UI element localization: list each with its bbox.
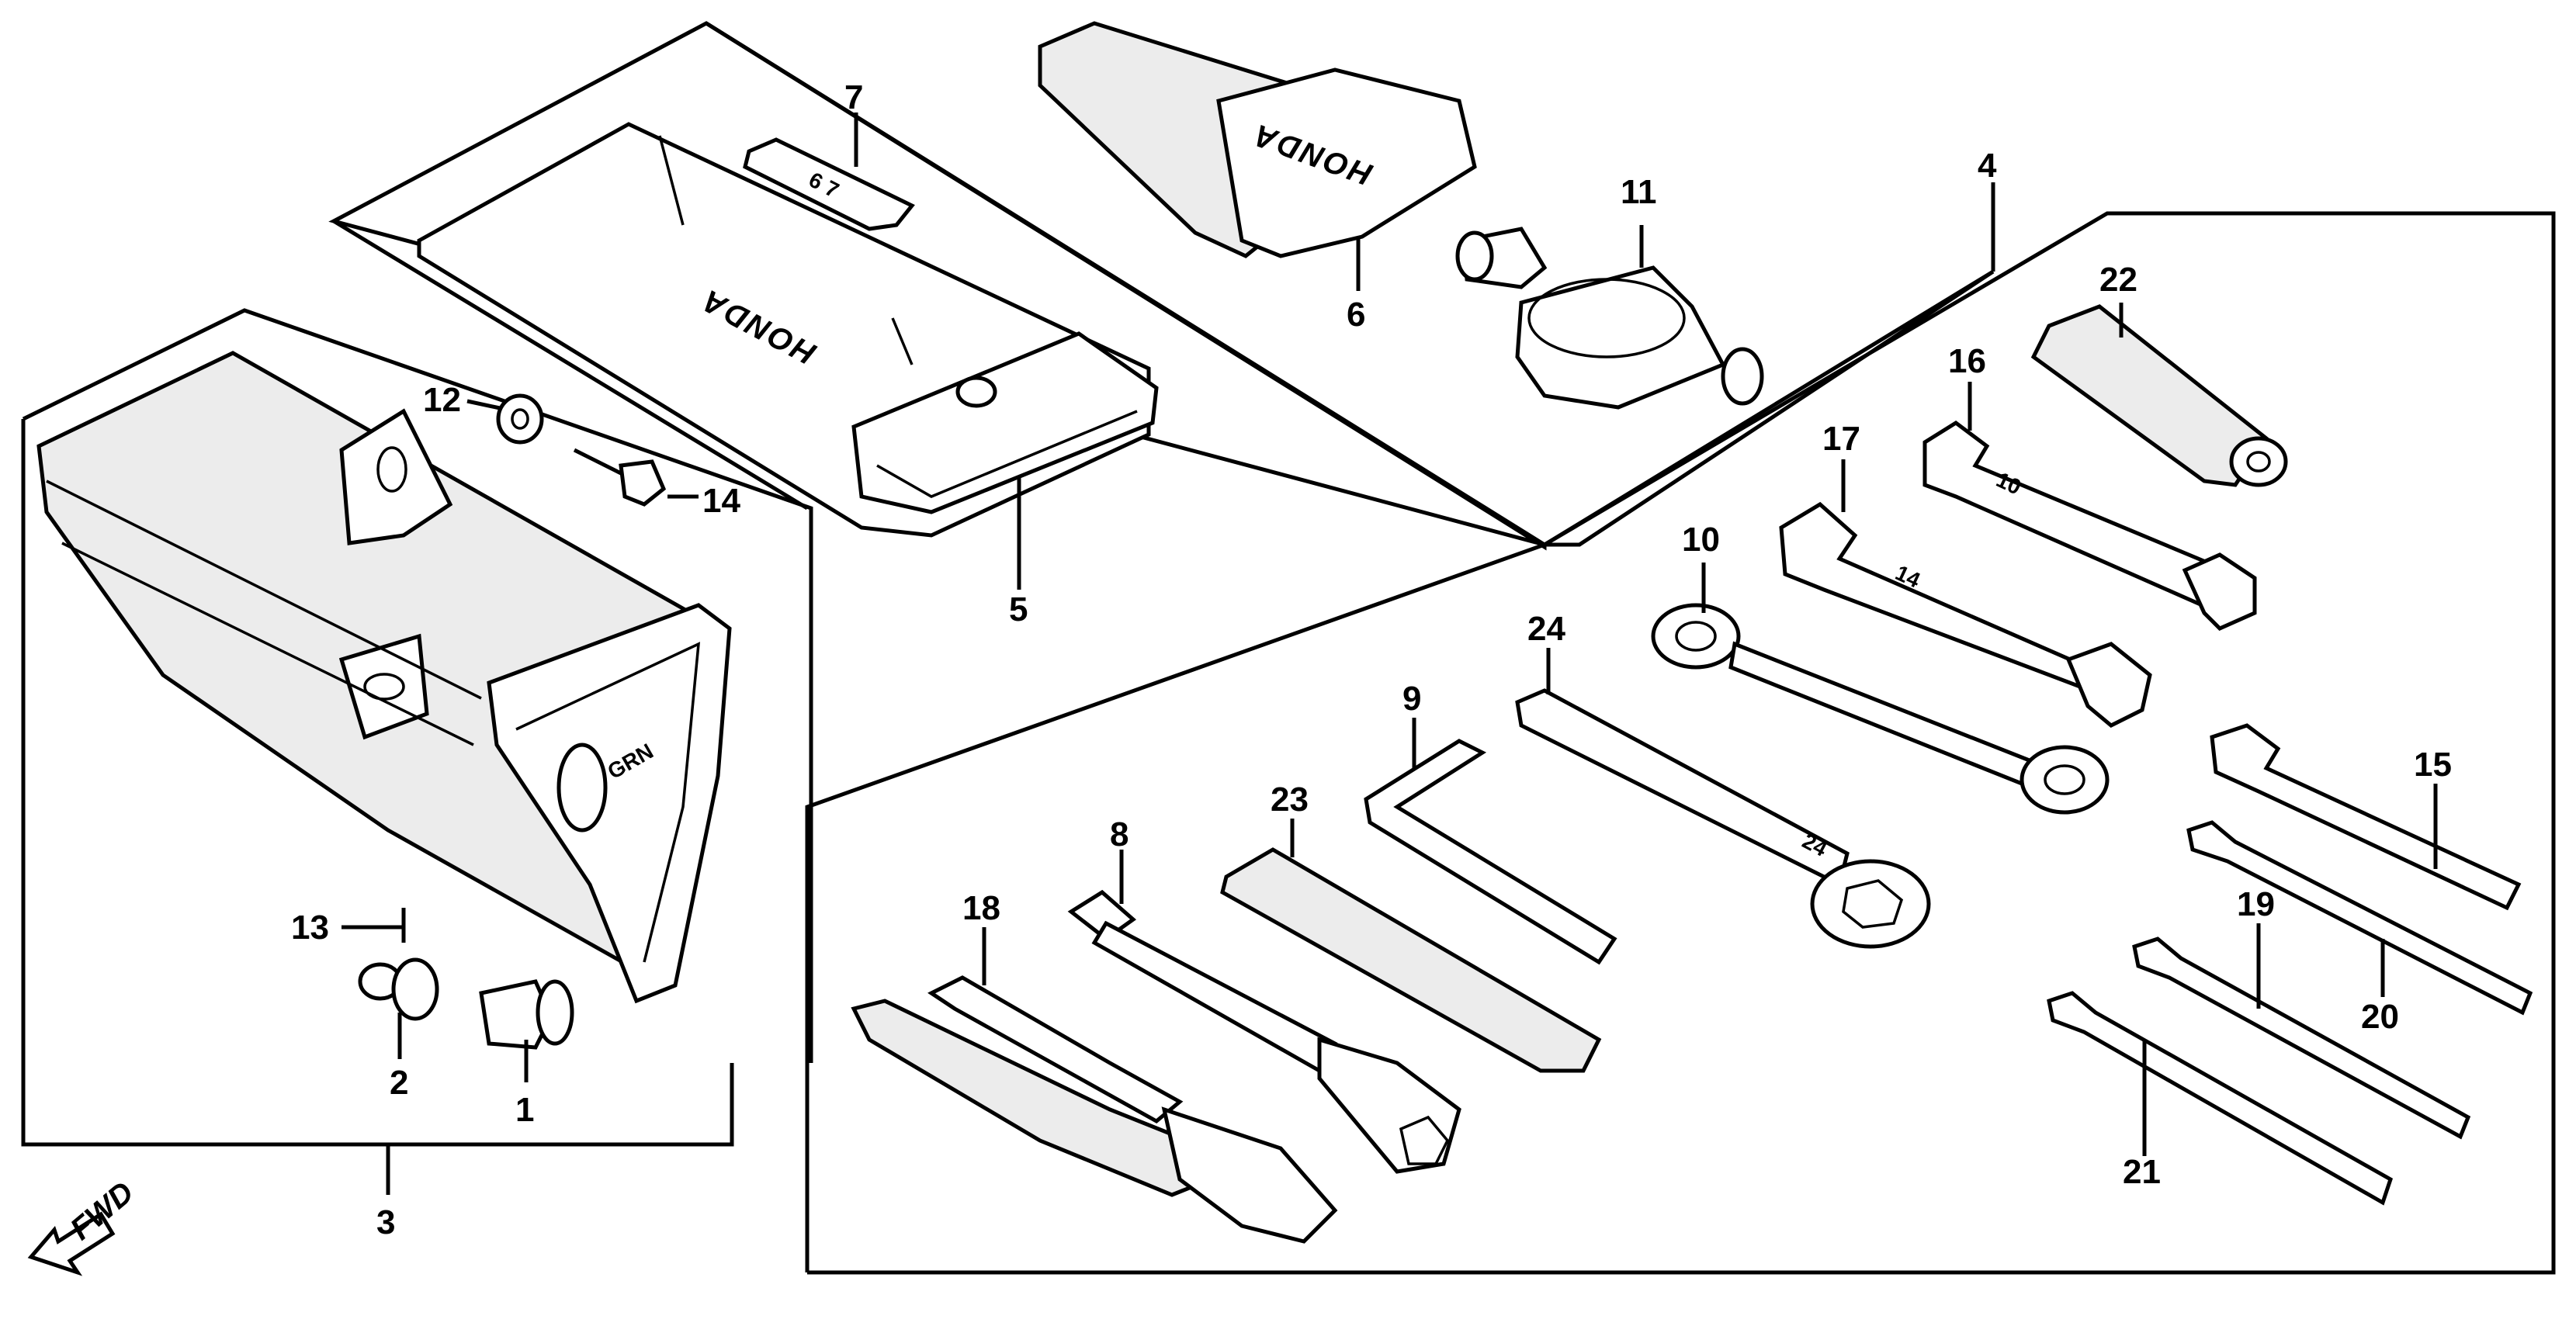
label-11: 11 — [1621, 173, 1657, 211]
label-23: 23 — [1271, 781, 1309, 819]
label-10: 10 — [1682, 521, 1720, 559]
extension-bar-23 — [1220, 819, 1602, 1073]
tool-case-group-outline — [21, 419, 734, 1147]
label-12: 12 — [423, 381, 461, 419]
screwdriver-21 — [2047, 991, 2394, 1206]
label-14: 14 — [702, 482, 740, 520]
forward-direction-arrow: FWD — [27, 1175, 140, 1276]
screwdriver-19 — [2132, 923, 2471, 1140]
label-13: 13 — [291, 909, 329, 947]
label-21: 21 — [2123, 1153, 2161, 1191]
nut-2 — [358, 957, 439, 1059]
tool-roll-5: HONDA — [417, 122, 1159, 590]
label-22: 22 — [2099, 261, 2137, 299]
bolt-14 — [573, 448, 699, 507]
label-24: 24 — [1527, 610, 1565, 648]
label-16: 16 — [1948, 342, 1986, 380]
tool-bag-6: HONDA — [1038, 21, 1477, 291]
washer-12 — [466, 393, 544, 445]
label-4: 4 — [1978, 147, 1997, 185]
label-tag-7: 6 7 — [743, 113, 915, 231]
label-9: 9 — [1402, 680, 1421, 718]
label-3: 3 — [376, 1203, 395, 1241]
ring-wrench-10 — [1651, 563, 2110, 815]
tool-case: GRN — [36, 351, 732, 1004]
tool-bag-group-outline-left — [332, 219, 809, 511]
hex-key-9 — [1364, 718, 1617, 965]
pin-13 — [342, 908, 406, 943]
pliers-18 — [851, 927, 1338, 1244]
socket-22 — [2030, 303, 2288, 487]
wrench-17: 14 — [1779, 459, 2152, 728]
tools-group-outline — [805, 211, 2556, 1275]
label-1: 1 — [515, 1091, 534, 1129]
bolt-1 — [479, 979, 574, 1082]
box-wrench-24: 24 — [1515, 648, 1931, 949]
label-20: 20 — [2361, 998, 2399, 1036]
wrench-16: 10 — [1922, 382, 2257, 631]
label-18: 18 — [962, 889, 1000, 927]
label-5: 5 — [1009, 590, 1028, 628]
label-19: 19 — [2237, 885, 2275, 923]
label-17: 17 — [1822, 420, 1860, 458]
label-15: 15 — [2414, 746, 2452, 784]
spark-plug-wrench-8 — [1067, 850, 1461, 1174]
wrench-15 — [2210, 723, 2522, 911]
label-2: 2 — [390, 1064, 408, 1102]
tool-bag-group-outline-edge — [705, 21, 1546, 547]
screwdriver-20 — [2186, 820, 2533, 1016]
label-7: 7 — [844, 78, 863, 116]
label-8: 8 — [1110, 815, 1129, 853]
spark-plug-tool-11 — [1455, 225, 1764, 410]
label-6: 6 — [1347, 296, 1365, 334]
